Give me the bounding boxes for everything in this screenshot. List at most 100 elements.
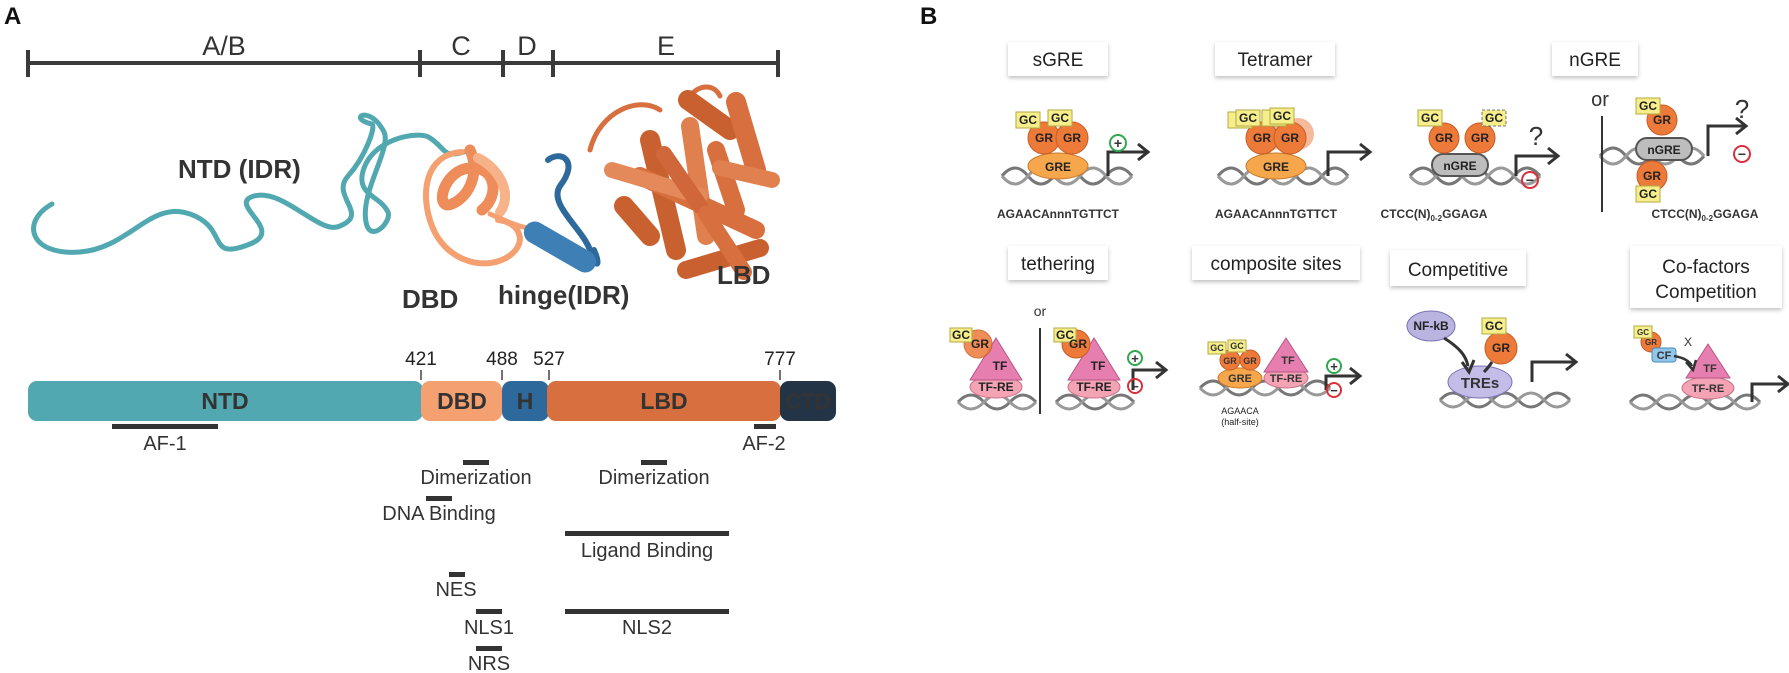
ngre-inverse-minus-sign: − xyxy=(1738,146,1746,162)
domain-bar xyxy=(28,381,836,421)
feature-ligand-binding: Ligand Binding xyxy=(581,540,713,562)
tetramer-gr2-label: GR xyxy=(1281,131,1299,145)
sgre-complex xyxy=(1015,109,1089,180)
sgre-plus-sign: + xyxy=(1114,135,1122,151)
ngre-gc1-label: GC xyxy=(1421,111,1439,125)
tethering1-gc-label: GC xyxy=(952,328,970,342)
segment-ab-label: A/B xyxy=(202,31,246,61)
cofactor-tf-label: TF xyxy=(1703,363,1717,375)
ntd-structure-label: NTD (IDR) xyxy=(178,154,301,184)
domain-ruler xyxy=(26,50,780,77)
composite-gr1-label: GR xyxy=(1223,356,1237,366)
composite-tfre-label: TF-RE xyxy=(1270,373,1302,385)
tethering-minus-icon xyxy=(1127,378,1143,394)
title-tetramer: Tetramer xyxy=(1238,50,1314,71)
title-boxes xyxy=(1008,42,1782,308)
ngre-or: or xyxy=(1591,89,1609,111)
ngre-complex xyxy=(1417,109,1507,177)
feature-dimerization-lbd: Dimerization xyxy=(598,467,709,489)
bar-dbd-label: DBD xyxy=(437,388,487,414)
lbd-structure xyxy=(587,84,780,280)
ngre-seq-prefix: CTCC(N) xyxy=(1381,207,1431,221)
cofactor-cf-label: CF xyxy=(1657,350,1672,362)
panel-b-label: B xyxy=(920,3,937,30)
tetramer-gc1-label: GC xyxy=(1239,111,1257,125)
hinge-loop xyxy=(545,153,601,267)
dbd-structure-label: DBD xyxy=(402,284,458,314)
position-ticks xyxy=(420,370,781,380)
ngre-inverse-minus-icon xyxy=(1733,145,1751,163)
composite-complex xyxy=(1207,337,1309,389)
composite-gc2-label: GC xyxy=(1230,341,1244,351)
ngre-inv-seq-prefix: CTCC(N) xyxy=(1652,207,1702,221)
feature-nrs: NRS xyxy=(468,653,510,673)
ngre-gr2-label: GR xyxy=(1471,131,1489,145)
title-composite: composite sites xyxy=(1211,254,1342,275)
composite-gr2-label: GR xyxy=(1243,356,1257,366)
title-tethering: tethering xyxy=(1021,254,1095,275)
feature-af2: AF-2 xyxy=(742,433,785,455)
tethering-or: or xyxy=(1034,303,1047,319)
ngre-inverse-gc1-label: GC xyxy=(1639,99,1657,113)
sgre-gre-label: GRE xyxy=(1045,160,1071,174)
segment-e-label: E xyxy=(657,31,675,61)
competitive-tres-label: TREs xyxy=(1461,375,1499,392)
transcription-arrows xyxy=(1106,116,1789,402)
composite-minus-sign: − xyxy=(1330,383,1338,398)
ngre-question: ? xyxy=(1529,121,1543,151)
tetramer-gc2-label: GC xyxy=(1273,109,1291,123)
ngre-seq-sub: 0-2 xyxy=(1431,214,1443,223)
feature-af1: AF-1 xyxy=(143,433,186,455)
sgre-plus-icon xyxy=(1109,134,1127,152)
ntd-disordered-chain xyxy=(31,112,473,255)
title-sgre: sGRE xyxy=(1033,50,1084,71)
ngre-minus-icon xyxy=(1521,171,1539,189)
ngre-inverse-complex xyxy=(1635,97,1693,203)
tethering2-tf-label: TF xyxy=(1091,359,1106,373)
svg-text:CTCC(N)0-2GGAGA: CTCC(N)0-2GGAGA xyxy=(1652,207,1759,223)
tethering-plus-icon xyxy=(1127,350,1143,366)
tethering-complex-2 xyxy=(1053,327,1121,399)
bar-ntd-label: NTD xyxy=(201,388,248,414)
ngre-label: nGRE xyxy=(1443,159,1476,173)
ngre-inv-seq-sub: 0-2 xyxy=(1702,214,1714,223)
position-488: 488 xyxy=(486,349,518,370)
tethering-minus-sign: − xyxy=(1131,379,1139,394)
title-cofactors-1: Co-factors xyxy=(1662,257,1750,278)
sgre-gc2-label: GC xyxy=(1051,111,1069,125)
tethering1-tfre-label: TF-RE xyxy=(978,380,1013,394)
position-421: 421 xyxy=(405,349,437,370)
sgre-gc1-label: GC xyxy=(1019,113,1037,127)
ngre-inverse-label: nGRE xyxy=(1647,143,1680,157)
cofactor-gc-label: GC xyxy=(1637,328,1649,337)
tethering1-tf-label: TF xyxy=(993,359,1008,373)
sgre-sequence: AGAACAnnnTGTTCT xyxy=(997,207,1120,221)
competitive-gc-label: GC xyxy=(1485,319,1503,333)
tetramer-gr1-label: GR xyxy=(1253,131,1271,145)
tetramer-sequence: AGAACAnnnTGTTCT xyxy=(1215,207,1338,221)
segment-d-label: D xyxy=(517,31,537,61)
cofactor-tfre-label: TF-RE xyxy=(1692,383,1724,395)
bar-lbd-label: LBD xyxy=(640,388,687,414)
composite-gc1-label: GC xyxy=(1210,343,1224,353)
hinge-helix xyxy=(523,221,597,273)
position-527: 527 xyxy=(533,349,565,370)
feature-nls2: NLS2 xyxy=(622,617,672,639)
composite-plus-sign: + xyxy=(1330,359,1338,374)
competitive-complex xyxy=(1406,310,1518,399)
cofactor-gr-label: GR xyxy=(1645,338,1657,347)
panel-a-label: A xyxy=(4,3,21,30)
feature-nes: NES xyxy=(435,579,476,601)
composite-gre-label: GRE xyxy=(1228,373,1252,385)
composite-minus-icon xyxy=(1326,382,1342,398)
feature-dimerization-dbd: Dimerization xyxy=(420,467,531,489)
title-cofactors-2: Competition xyxy=(1655,282,1756,303)
ngre-inverse-gc2-label: GC xyxy=(1639,187,1657,201)
lbd-structure-label: LBD xyxy=(717,260,770,290)
feature-dna-binding: DNA Binding xyxy=(382,503,495,525)
feature-nls1: NLS1 xyxy=(464,617,514,639)
tethering2-gr-label: GR xyxy=(1069,337,1087,351)
composite-tf-label: TF xyxy=(1281,355,1295,367)
tetramer-complex xyxy=(1227,107,1314,180)
